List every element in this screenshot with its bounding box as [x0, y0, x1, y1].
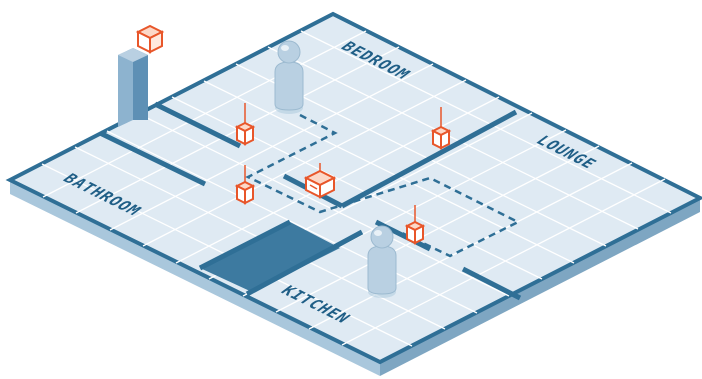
floor-surface [5, 11, 702, 365]
person-icon [274, 40, 304, 114]
interior-walls [98, 101, 522, 301]
floor-edge-right [380, 198, 700, 376]
person-icon [367, 225, 397, 298]
sensor-icon [404, 205, 426, 245]
router-icon [118, 24, 165, 127]
hallway-shadow [200, 222, 340, 292]
camera-icon [303, 163, 337, 199]
floor-edge-left [10, 180, 380, 376]
sensor-icon [234, 165, 256, 205]
sensor-icon [430, 107, 452, 150]
sensor-icon [234, 103, 256, 146]
movement-path [245, 113, 521, 258]
